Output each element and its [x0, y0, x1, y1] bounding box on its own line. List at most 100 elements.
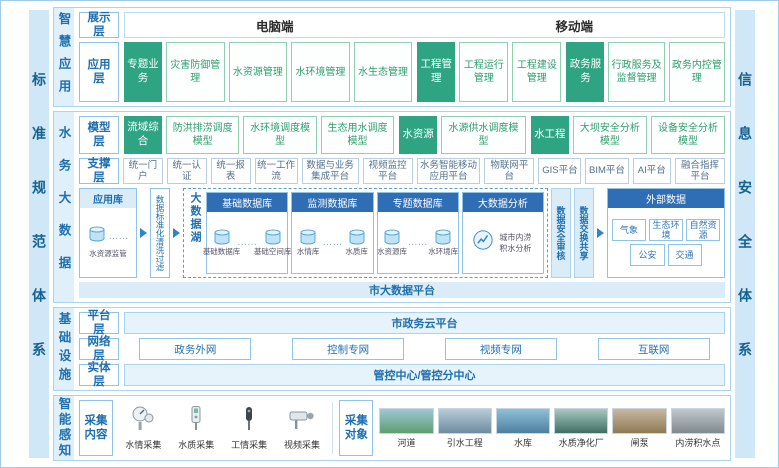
cylinder-caption: 基础空间库 — [253, 246, 292, 256]
object-item-reservoir: 水库 — [495, 400, 551, 456]
section-big-data: 水务大数据 模型层 流域综合 防洪排涝调度模型 水环境调度模型 生态用水调度模型… — [53, 111, 731, 303]
cylinder-caption: 水质库 — [345, 246, 368, 256]
object-item-purification-plant: 水质净化厂 — [554, 400, 609, 456]
app-item-water-resources: 水资源管理 — [228, 42, 288, 102]
data-lake-panel: 大数据湖 基础数据库 基础数据库 …… — [183, 188, 548, 278]
external-item-natural-resources: 自然资源 — [686, 219, 721, 241]
cctv-camera-icon — [288, 405, 316, 436]
gate-pump-photo — [612, 407, 667, 434]
external-item-police: 公安 — [630, 244, 665, 266]
app-item-engineering-construction: 工程建设管理 — [512, 42, 562, 102]
collection-content-group: 水情采集 水质采集 工情采集 视频采集 — [119, 400, 326, 456]
section-label-infrastructure: 基础设施 — [54, 308, 74, 390]
analysis-card: 大数据分析 城市内涝积水分析 — [461, 192, 544, 274]
support-item-portal: 统一门户 — [123, 158, 163, 184]
platform-layer-row: 平台层 市政务云平台 — [79, 310, 725, 336]
display-panel: 电脑端 移动端 — [124, 12, 725, 38]
collect-item-engineering: 工情采集 — [225, 400, 274, 456]
cylinder-caption: 水环境库 — [428, 246, 459, 256]
support-item-ai: AI平台 — [632, 158, 672, 184]
thematic-db-card: 专题数据库 水资源库 …… 水环境库 — [376, 192, 459, 274]
ellipsis: …… — [407, 237, 428, 248]
database-cylinder-icon: 水情库 — [296, 229, 320, 257]
city-bigdata-platform-bar: 市大数据平台 — [79, 282, 725, 298]
flow-arrow-icon — [597, 228, 604, 238]
support-layer-row: 支撑层 统一门户 统一认证 统一报表 统一工作流 数据与业务集成平台 视频监控平… — [79, 158, 726, 184]
application-db-card: 应用库 …… 水资源监管 — [79, 188, 137, 278]
support-item-auth: 统一认证 — [166, 158, 207, 184]
thematic-db-header: 专题数据库 — [377, 193, 458, 212]
network-layer-row: 网络层 政务外网 控制专网 视频专网 互联网 — [79, 336, 725, 362]
security-system-bar: 信息安全体系 — [735, 10, 755, 458]
group-header-water-resources: 水资源 — [399, 116, 438, 154]
display-layer-row: 展示层 电脑端 移动端 — [79, 12, 725, 38]
water-level-sensor-icon — [130, 405, 156, 436]
external-data-card: 外部数据 气象 生态环境 自然资源 公安 交通 — [607, 188, 725, 278]
layer-label-support: 支撑层 — [79, 158, 119, 184]
collection-objects-group: 河道 引水工程 水库 水质净化厂 — [379, 400, 725, 456]
ellipsis: …… — [322, 237, 343, 248]
application-layer-row: 应用层 专题业务 灾害防御管理 水资源管理 水环境管理 水生态管理 工程管理 工… — [79, 42, 725, 102]
group-header-government: 政务服务 — [566, 42, 605, 102]
database-cylinder-icon: 基础空间库 — [254, 229, 291, 257]
collect-item-water-level: 水情采集 — [119, 400, 168, 456]
base-db-card: 基础数据库 基础数据库 …… 基础空间库 — [202, 192, 291, 274]
waterlogging-photo — [670, 407, 725, 434]
standards-system-bar: 标准规范体系 — [29, 10, 49, 458]
cylinder-caption: 水情库 — [296, 246, 320, 256]
section-sensing: 智能感知 采集内容 水情采集 水质采集 工情采集 — [53, 395, 731, 461]
main-content: 智慧应用 展示层 电脑端 移动端 应用层 专题业务 灾害防御管理 水资源管理 水… — [53, 7, 731, 461]
gov-cloud-platform-bar: 市政务云平台 — [124, 312, 725, 334]
app-item-disaster: 灾害防御管理 — [166, 42, 225, 102]
database-cylinder-icon: 水质库 — [345, 229, 368, 257]
river-photo — [379, 407, 434, 434]
flow-arrow-icon — [173, 228, 180, 238]
database-cylinder-icon: 水资源库 — [377, 229, 407, 257]
layer-label-model: 模型层 — [79, 116, 119, 154]
clean-filter-strip: 数据标准化清洗过滤 — [150, 188, 170, 278]
support-item-workflow: 统一工作流 — [254, 158, 298, 184]
engineering-sensor-icon — [236, 405, 262, 436]
diversion-project-photo — [437, 407, 492, 434]
label-collection-content: 采集内容 — [79, 400, 113, 456]
flow-arrow-icon — [140, 228, 147, 238]
section-label-smart-apps: 智慧应用 — [54, 8, 74, 106]
app-item-water-ecology: 水生态管理 — [353, 42, 413, 102]
support-item-integration: 数据与业务集成平台 — [301, 158, 359, 184]
layer-label-application: 应用层 — [79, 42, 119, 102]
network-item-video-net: 视频专网 — [444, 338, 557, 360]
app-item-water-environment: 水环境管理 — [291, 42, 350, 102]
group-water-engineering: 水工程 大坝安全分析模型 设备安全分析模型 — [530, 116, 725, 154]
external-item-eco-env: 生态环境 — [648, 219, 684, 241]
data-flow-row: 应用库 …… 水资源监管 数据标准化清洗过滤 大数据湖 — [79, 188, 725, 278]
model-item-flood: 防洪排涝调度模型 — [166, 116, 240, 154]
object-item-waterlogging: 内涝积水点 — [670, 400, 725, 456]
collect-item-water-quality: 水质采集 — [172, 400, 221, 456]
section-label-big-data: 水务大数据 — [54, 112, 74, 302]
cylinder-caption: 基础数据库 — [202, 246, 241, 256]
data-exchange-share-strip: 数据交换共享 — [574, 188, 594, 278]
model-item-eco-water: 生态用水调度模型 — [320, 116, 395, 154]
monitoring-db-card: 监测数据库 水情库 …… 水质库 — [291, 192, 374, 274]
object-item-diversion: 引水工程 — [437, 400, 492, 456]
ellipsis: …… — [237, 237, 258, 248]
group-water-resources: 水资源 水源供水调度模型 — [399, 116, 526, 154]
model-item-supply: 水源供水调度模型 — [441, 116, 526, 154]
support-item-command: 融合指挥平台 — [675, 158, 726, 184]
analysis-caption: 城市内涝积水分析 — [499, 232, 532, 253]
database-cylinder-icon — [88, 226, 106, 247]
external-item-weather: 气象 — [611, 219, 646, 241]
network-item-gov-extranet: 政务外网 — [139, 338, 252, 360]
group-header-water-engineering: 水工程 — [530, 116, 569, 154]
support-item-iot: 物联网平台 — [484, 158, 535, 184]
database-cylinder-icon: 水环境库 — [428, 229, 459, 257]
collect-item-video: 视频采集 — [278, 400, 327, 456]
pc-client-title: 电脑端 — [255, 19, 294, 34]
support-item-gis: GIS平台 — [538, 158, 582, 184]
analysis-chart-icon — [472, 229, 494, 256]
entity-layer-row: 实体层 管控中心/管控分中心 — [79, 362, 725, 388]
reservoir-photo — [495, 407, 551, 434]
group-header-thematic-business: 专题业务 — [124, 42, 162, 102]
network-item-internet: 互联网 — [597, 338, 710, 360]
